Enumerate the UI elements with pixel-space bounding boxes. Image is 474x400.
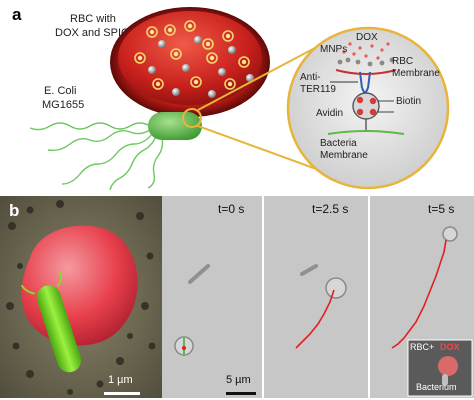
frame-t2-5-image [264, 196, 368, 398]
inset-label-bacterium: Bacterium [416, 382, 457, 392]
ecoli-label-line2: MG1655 [42, 99, 85, 111]
rbc-label-line1: RBC with [70, 13, 116, 25]
frame-scale-label: 5 µm [226, 374, 251, 386]
frame-t5: t=5 s RBC+ DOX Bacterium [370, 196, 474, 398]
panel-a: a RBC with DOX and SPIONs E. Coli MG1655 [0, 0, 474, 195]
inset-rbc-dox-cell [438, 356, 458, 376]
sem-bacterium [20, 270, 82, 373]
sem-image [0, 196, 163, 398]
frame-t0-image [162, 196, 262, 398]
rbc-membrane-line [335, 69, 397, 75]
bacteria-membrane-line [327, 130, 405, 135]
frame-t5-time: t=5 s [428, 202, 455, 216]
inset-bacteria-membrane-label-2: Membrane [320, 150, 368, 161]
frame-scale-bar [226, 392, 256, 395]
cell-t5 [442, 226, 458, 242]
trajectory-t2-5 [295, 289, 335, 349]
nanoparticles [134, 20, 254, 98]
sem-scale-bar [104, 392, 140, 395]
inset-biotin-label: Biotin [396, 96, 422, 107]
frame-t0: t=0 s 5 µm [162, 196, 264, 398]
avidin [352, 92, 380, 120]
panel-b-letter: b [9, 201, 20, 220]
cell-t2-5 [325, 277, 347, 299]
dox-dots [342, 42, 390, 60]
inset-mnps-label: MNPs [320, 44, 348, 55]
frame-t2-5-time: t=2.5 s [312, 202, 349, 216]
mnp-dots [337, 57, 395, 67]
inset-label-rbc: RBC+ [410, 342, 435, 352]
inset-avidin-label: Avidin [316, 108, 344, 119]
inset-label-dox: DOX [440, 342, 460, 352]
frame-t0-time: t=0 s [218, 202, 245, 216]
frame-t2-5: t=2.5 s [264, 196, 370, 398]
inset-anti-ter-label-1: Anti- [300, 72, 321, 83]
inset-anti-ter-label-2: TER119 [300, 84, 336, 95]
sem-scale-label: 1 µm [108, 374, 133, 386]
inset-rbc-membrane-label-1: RBC [392, 56, 414, 67]
trajectory-t5 [391, 239, 447, 349]
panel-a-illustration [29, 7, 450, 191]
flagella [29, 122, 164, 191]
panel-a-letter: a [12, 5, 22, 24]
membrane-pores [6, 200, 156, 395]
callout-circle [182, 108, 202, 128]
ecoli-label-line1: E. Coli [44, 85, 77, 97]
frame-t5-image [370, 196, 474, 398]
inset-rbc-membrane-label-2: Membrane [392, 68, 440, 79]
ecoli-bacterium [148, 112, 202, 140]
sem-rbc [21, 225, 138, 346]
inset-dox-label: DOX [356, 32, 378, 43]
inset-bacteria-membrane-label-1: Bacteria [320, 138, 357, 149]
panel-b: b 1 µm [0, 196, 163, 398]
